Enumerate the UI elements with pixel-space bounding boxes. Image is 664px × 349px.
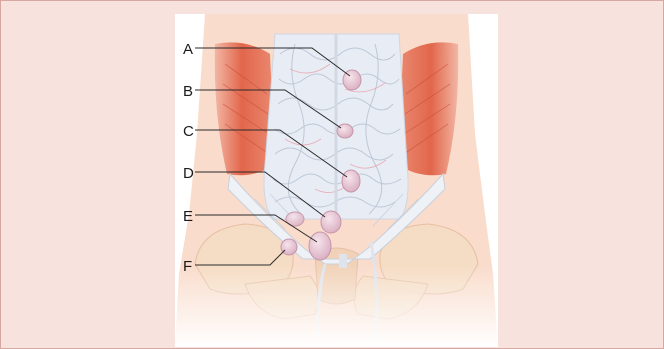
hernia-sac-d [321,211,341,233]
label-a: A [183,41,193,58]
hernia-sac-e [309,232,331,260]
hernia-sac-c [342,170,360,192]
right-oblique-muscle [398,42,458,175]
label-b: B [183,83,193,100]
anatomy-svg: A B C D E F [175,14,498,347]
label-f: F [183,258,192,275]
bottom-fade [175,264,498,347]
label-d: D [183,165,194,182]
label-c: C [183,123,194,140]
label-e: E [183,208,193,225]
hernia-sac-f [281,239,297,255]
abdomen-illustration: A B C D E F [175,14,498,347]
hernia-sac-b [337,124,353,138]
